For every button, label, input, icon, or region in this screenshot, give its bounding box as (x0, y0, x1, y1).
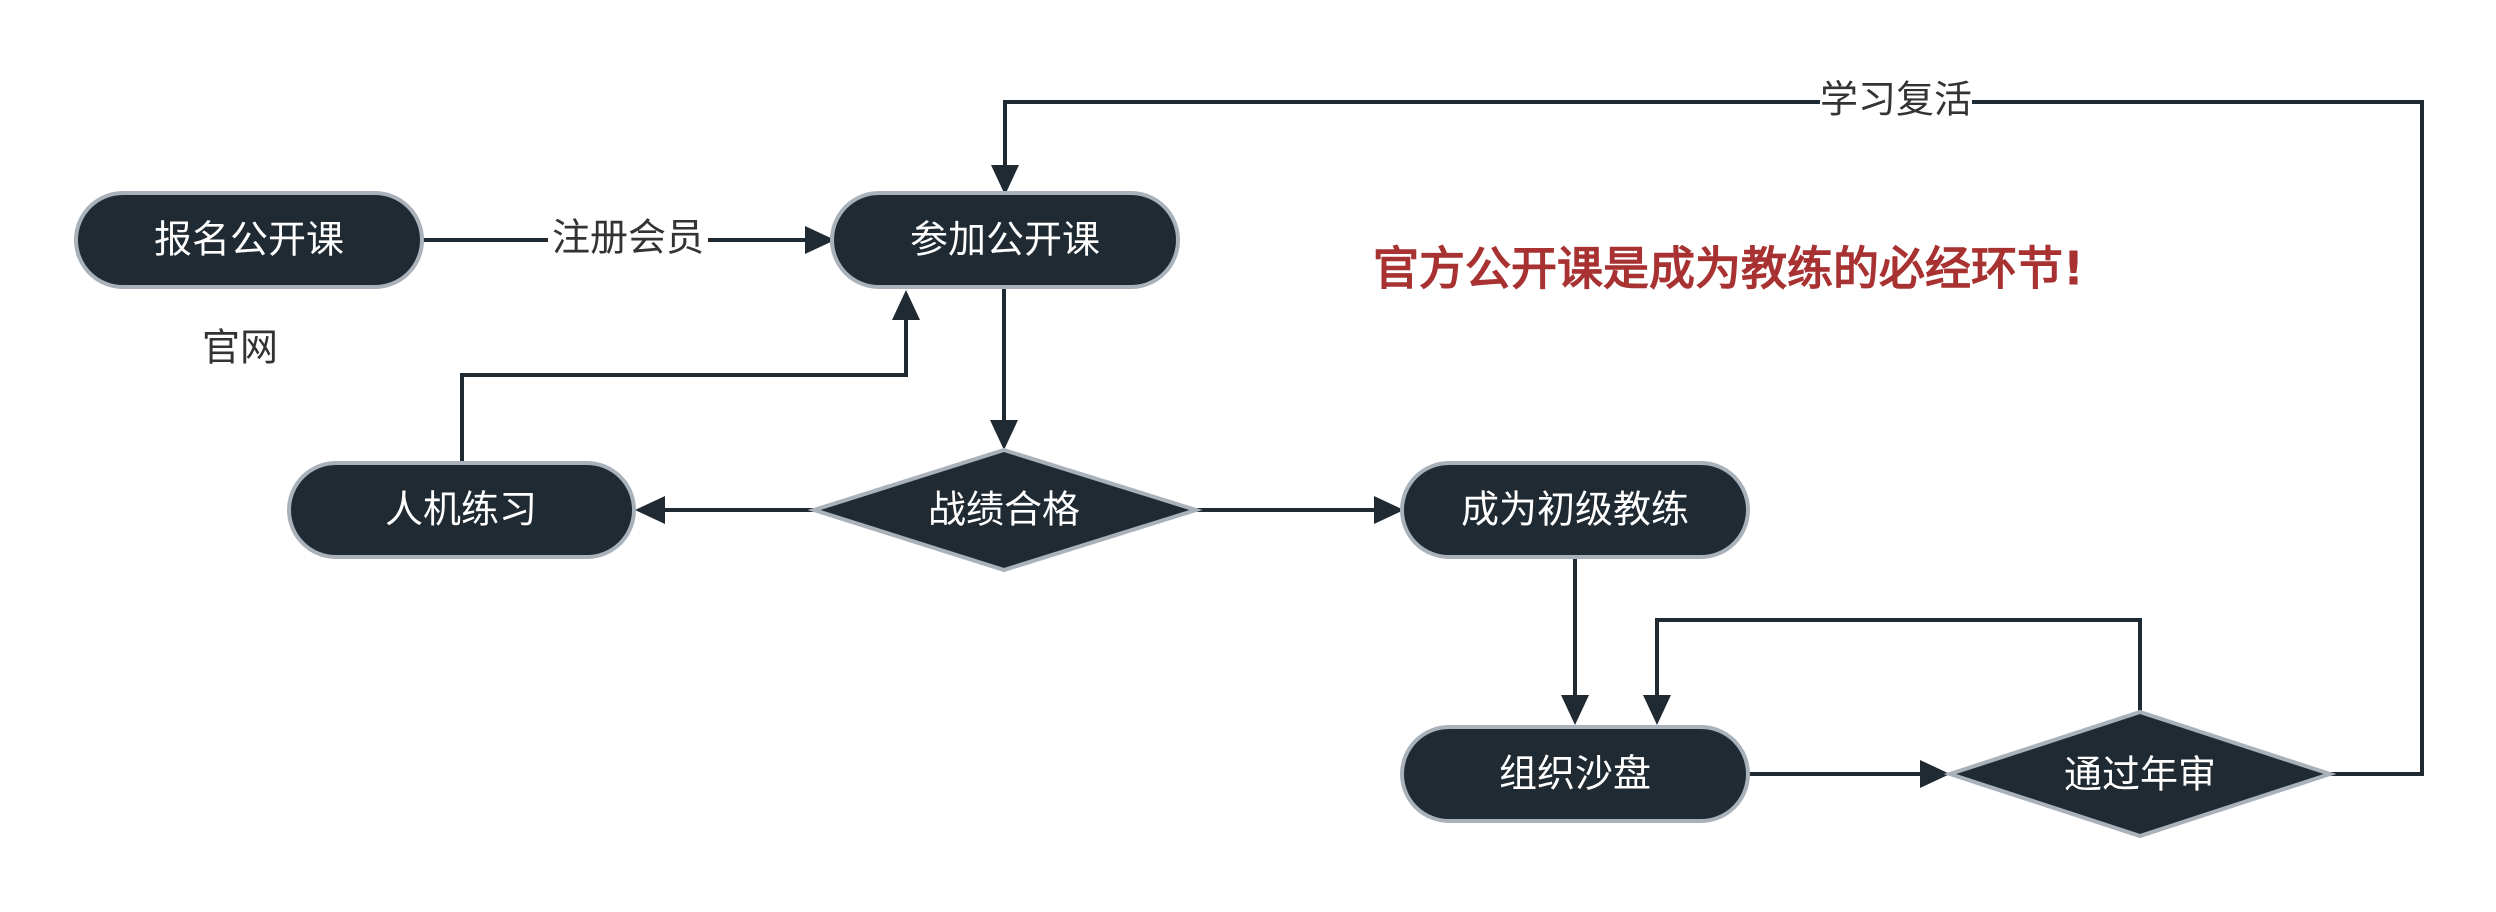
relearn-revive-label: 学习复活 (1820, 78, 1972, 122)
junior-coach-label: 成为初级教练 (1461, 488, 1689, 532)
edge-passed-to-junior-coach (1196, 496, 1404, 524)
passed-label: 战绩合格 (928, 488, 1080, 532)
edge-label-relearn-revive: 学习复活 (1820, 76, 1972, 128)
signup-label: 报名公开课 (154, 218, 344, 262)
edge-sandbox-to-annual-review (1748, 760, 1950, 788)
edge-junior-coach-to-sandbox (1561, 558, 1589, 725)
node-practice[interactable]: 人机练习 (287, 461, 636, 559)
attend-label: 参加公开课 (910, 218, 1100, 262)
node-sandbox[interactable]: 组织沙盘 (1400, 725, 1750, 823)
practice-label: 人机练习 (385, 488, 537, 532)
sandbox-label: 组织沙盘 (1499, 752, 1651, 796)
edge-passed-to-practice (635, 496, 814, 524)
register-member-label: 注册会员 (552, 216, 704, 260)
edge-attend-to-passed (990, 288, 1018, 450)
edge-practice-to-attend (460, 290, 920, 462)
node-attend[interactable]: 参加公开课 (830, 191, 1180, 289)
edge-annual-review-to-attend (991, 100, 2424, 776)
edge-label-register-member: 注册会员 (548, 215, 708, 265)
edge-annual-review-loop-to-sandbox (1643, 618, 2142, 725)
official-site-label: 官网 (202, 326, 278, 370)
node-annual-review[interactable]: 通过年审 (1943, 709, 2337, 839)
node-signup[interactable]: 报名公开课 (74, 191, 424, 289)
node-passed[interactable]: 战绩合格 (807, 447, 1203, 573)
annual-review-label: 通过年审 (2064, 753, 2216, 797)
note-text: 官方公开课是成为教练的必经环节! (1373, 242, 2084, 296)
node-junior-coach[interactable]: 成为初级教练 (1400, 461, 1750, 559)
